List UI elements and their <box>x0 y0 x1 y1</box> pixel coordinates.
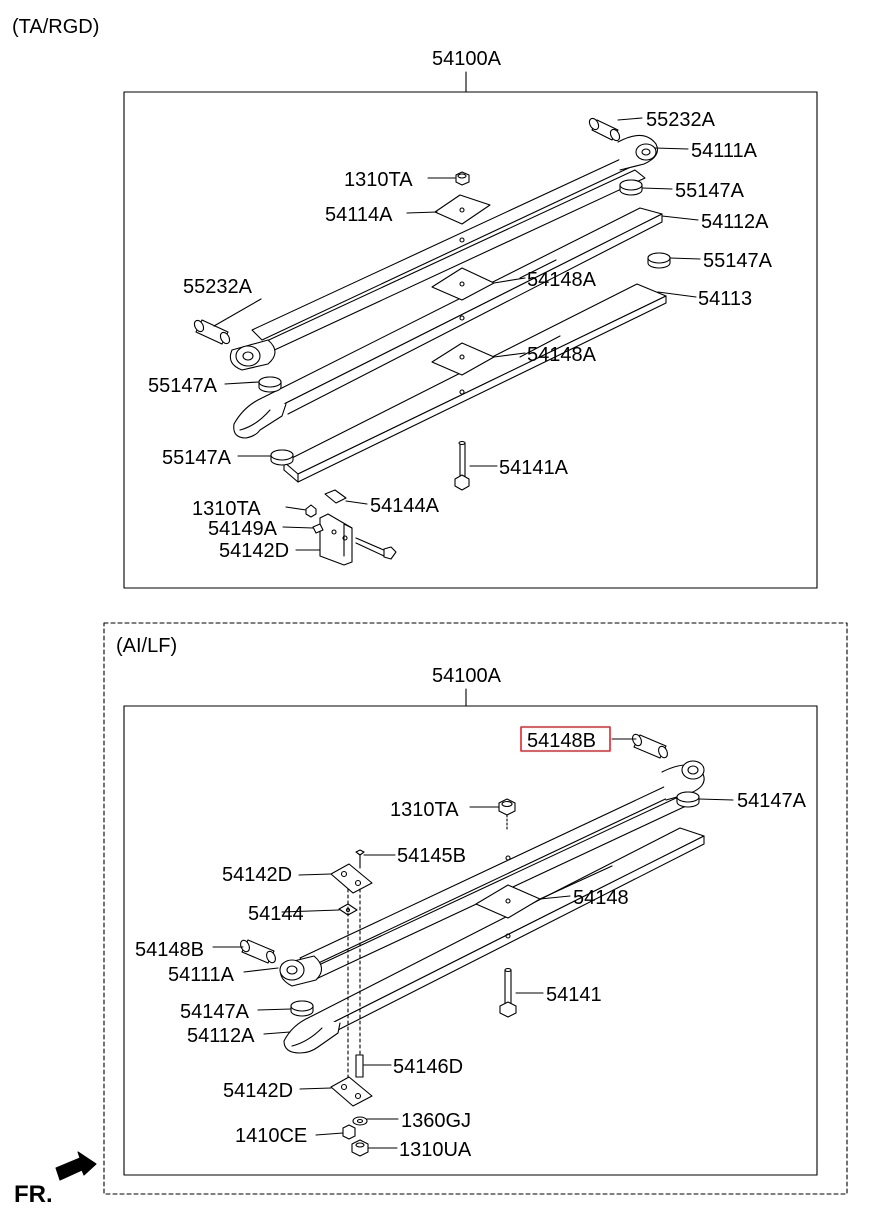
label-1310TA: 1310TA <box>192 498 261 520</box>
label-54148B-highlighted[interactable]: 54148B <box>527 730 596 752</box>
label-54148: 54148 <box>573 887 629 909</box>
label-54149A: 54149A <box>208 518 278 540</box>
label-54148A: 54148A <box>527 269 597 291</box>
bumper-54147A-icon <box>676 791 700 808</box>
bumper-55147A-icon <box>619 179 643 196</box>
center-bolt-54141-icon <box>499 967 517 1018</box>
plate-54114A-icon <box>434 194 491 225</box>
top-assembly-frame <box>123 91 818 589</box>
leaf-54113-top <box>283 283 667 483</box>
label-55232A: 55232A <box>646 109 716 131</box>
bumper-55147A-icon <box>647 252 671 269</box>
leaf-54112A-bottom <box>283 827 705 1054</box>
label-55232A: 55232A <box>183 276 253 298</box>
label-54112A: 54112A <box>701 211 769 233</box>
bushing-55232A-lower-icon <box>193 319 231 345</box>
center-bolt-54141A-icon <box>454 440 470 491</box>
assembly-label-bottom: 54100A <box>432 665 502 687</box>
label-1310TA: 1310TA <box>390 799 459 821</box>
label-54147A: 54147A <box>737 790 807 812</box>
label-55147A: 55147A <box>162 447 232 469</box>
bumper-55147A-icon <box>270 449 294 466</box>
selected-part-highlight[interactable] <box>520 726 611 752</box>
section-label-ta-rgd: (TA/RGD) <box>12 16 99 38</box>
label-54141: 54141 <box>546 984 602 1006</box>
nut-1310TA-icon <box>455 171 470 186</box>
bumper-55147A-icon <box>258 376 282 393</box>
front-direction-label: FR. <box>14 1181 53 1208</box>
leader-lines-bottom <box>212 738 734 1149</box>
label-54142D: 54142D <box>222 864 292 886</box>
label-54141A: 54141A <box>499 457 569 479</box>
bottom-assembly-frame <box>123 705 818 1176</box>
bushing-54148B-lower-icon <box>240 939 276 964</box>
bumper-54147A-icon <box>290 1000 314 1017</box>
assembly-label-top: 54100A <box>432 48 502 70</box>
label-1310TA: 1310TA <box>344 169 413 191</box>
label-55147A: 55147A <box>703 250 773 272</box>
clamp-stack-bottom-icon <box>330 849 373 1157</box>
label-54148B: 54148B <box>135 939 204 961</box>
ai-lf-dashed-frame <box>103 622 848 1195</box>
bushing-54148B-upper-icon <box>632 733 668 759</box>
center-hole-icon <box>459 389 465 395</box>
label-55147A: 55147A <box>148 375 218 397</box>
bushing-55232A-upper-icon <box>588 117 621 142</box>
label-54144A: 54144A <box>370 495 440 517</box>
label-54145B: 54145B <box>397 845 466 867</box>
center-hole-icon <box>459 237 465 243</box>
label-1410CE: 1410CE <box>235 1125 307 1147</box>
main-leaf-54111A-bottom <box>279 760 705 987</box>
clip-assembly-top-icon <box>305 489 397 566</box>
label-54147A: 54147A <box>180 1001 250 1023</box>
label-54114A: 54114A <box>325 204 393 226</box>
label-54148A: 54148A <box>527 344 597 366</box>
label-54112A: 54112A <box>187 1025 255 1047</box>
label-54142D: 54142D <box>219 540 289 562</box>
label-55147A: 55147A <box>675 180 745 202</box>
label-54142D: 54142D <box>223 1080 293 1102</box>
label-54113: 54113 <box>698 288 752 310</box>
label-54144: 54144 <box>248 903 304 925</box>
front-direction-arrow-icon <box>55 1151 97 1181</box>
leader-lines-top <box>213 117 701 551</box>
label-54111A: 54111A <box>168 964 235 986</box>
center-hole-icon <box>459 315 465 321</box>
leaf-54112A-top <box>233 207 663 439</box>
main-leaf-54111A-top <box>229 134 659 371</box>
label-1360GJ: 1360GJ <box>401 1110 471 1132</box>
section-label-ai-lf: (AI/LF) <box>116 635 177 657</box>
label-1310UA: 1310UA <box>399 1139 472 1161</box>
nut-1310TA-icon <box>498 798 516 831</box>
label-54111A: 54111A <box>691 140 758 162</box>
label-54146D: 54146D <box>393 1056 463 1078</box>
